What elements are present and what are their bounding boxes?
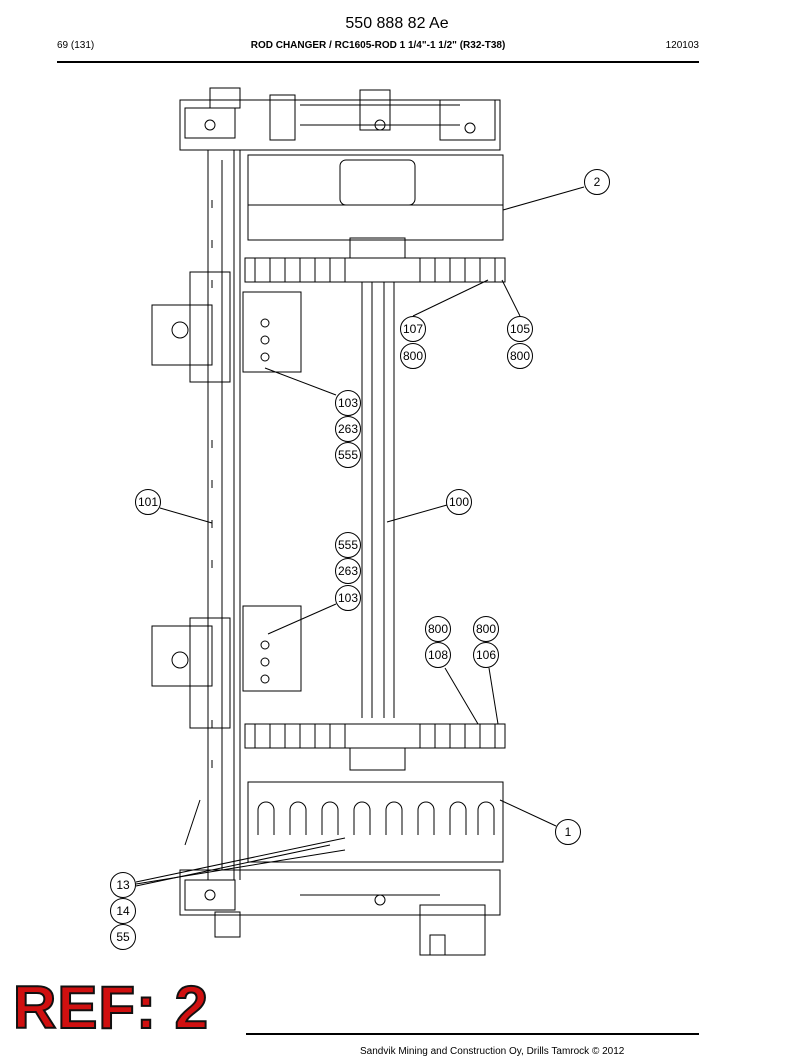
upper-gear	[244, 257, 506, 283]
ref-label: REF: 2	[12, 974, 210, 1041]
header-rule	[57, 61, 699, 63]
lower-gear	[244, 723, 506, 771]
callout-bubble: 800	[507, 343, 533, 369]
callout-bubble: 55	[110, 924, 136, 950]
callout-bubble: 106	[473, 642, 499, 668]
callout-bubble: 103	[335, 585, 361, 611]
upper-housing	[247, 154, 504, 259]
callout-bubble: 263	[335, 558, 361, 584]
lower-clamp	[151, 605, 302, 729]
callout-bubble: 2	[584, 169, 610, 195]
callout-bubble: 14	[110, 898, 136, 924]
footer-rule	[246, 1033, 699, 1035]
callout-bubble: 108	[425, 642, 451, 668]
callout-bubble: 555	[335, 532, 361, 558]
document-number: 550 888 82 Ae	[345, 15, 449, 32]
top-bracket-assembly	[179, 87, 501, 151]
callout-bubble: 105	[507, 316, 533, 342]
callout-bubble: 555	[335, 442, 361, 468]
center-shafts	[361, 282, 395, 718]
vertical-frame	[207, 149, 241, 881]
callout-bubble: 100	[446, 489, 472, 515]
callout-bubble: 263	[335, 416, 361, 442]
upper-clamp	[151, 271, 302, 383]
bottom-bracket-assembly	[179, 799, 501, 956]
callout-bubble: 1	[555, 819, 581, 845]
callout-bubble: 13	[110, 872, 136, 898]
page-title: ROD CHANGER / RC1605-ROD 1 1/4"-1 1/2" (…	[250, 40, 506, 51]
page-number: 69 (131)	[57, 40, 95, 51]
footer-copyright: Sandvik Mining and Construction Oy, Dril…	[360, 1046, 625, 1057]
callout-bubble: 103	[335, 390, 361, 416]
callout-bubble: 800	[425, 616, 451, 642]
document-date: 120103	[665, 40, 699, 51]
leader-lines	[135, 186, 585, 887]
callout-bubble: 800	[473, 616, 499, 642]
callout-bubble: 101	[135, 489, 161, 515]
callout-bubble: 107	[400, 316, 426, 342]
lower-housing	[247, 781, 504, 863]
header-row: 69 (131) ROD CHANGER / RC1605-ROD 1 1/4"…	[57, 40, 699, 56]
callout-bubble: 800	[400, 343, 426, 369]
